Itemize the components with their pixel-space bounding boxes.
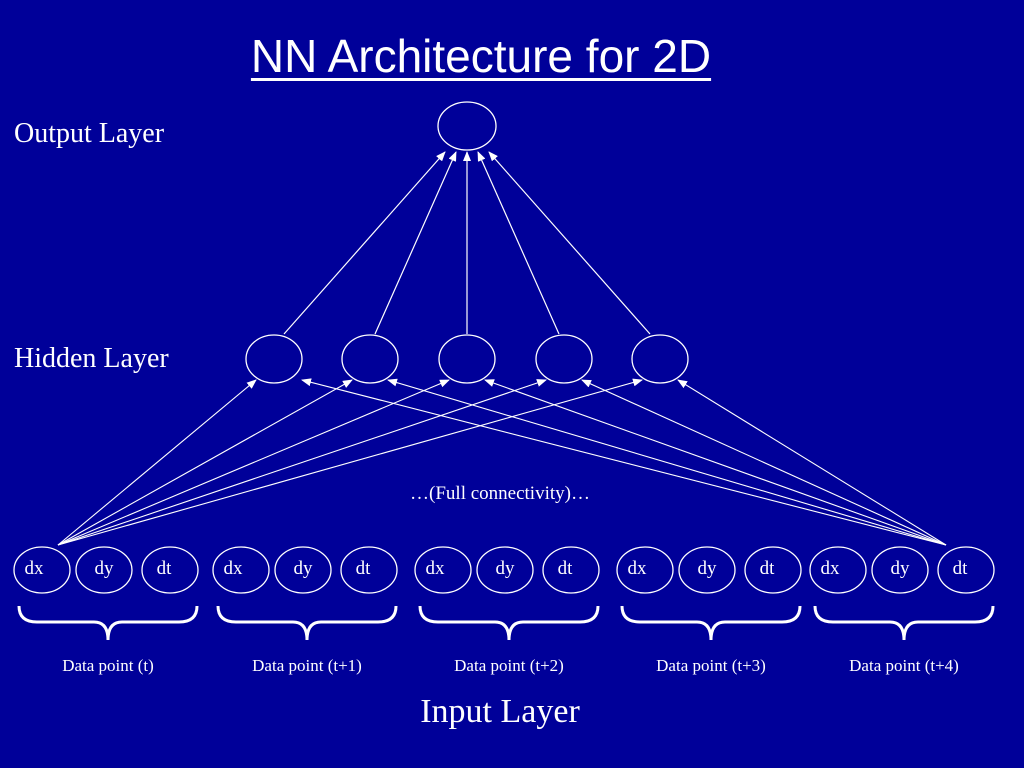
hidden-node xyxy=(341,334,399,384)
hidden-to-output-edge xyxy=(488,151,651,335)
data-point-label: Data point (t+3) xyxy=(656,656,766,675)
neuron-nodes xyxy=(245,101,689,384)
input-to-hidden-edge xyxy=(677,379,947,546)
input-node-dt xyxy=(542,546,600,594)
input-node-label: dy xyxy=(496,558,516,579)
hidden-layer-label: Hidden Layer xyxy=(14,343,169,374)
full-connectivity-note: …(Full connectivity)… xyxy=(410,483,590,504)
hidden-node xyxy=(631,334,689,384)
input-node-label: dx xyxy=(628,558,648,579)
input-node-label: dt xyxy=(356,558,372,579)
input-node-label: dt xyxy=(953,558,969,579)
connection-lines xyxy=(57,151,947,546)
input-to-hidden-edge xyxy=(57,379,547,546)
input-node-label: dx xyxy=(25,558,45,579)
input-node-label: dx xyxy=(224,558,244,579)
input-node-dx xyxy=(13,546,71,594)
input-node-dy xyxy=(678,546,736,594)
input-node-dy xyxy=(871,546,929,594)
hidden-to-output-edge xyxy=(283,151,446,335)
input-node-label: dx xyxy=(426,558,446,579)
input-node-label: dt xyxy=(157,558,173,579)
hidden-node xyxy=(438,334,496,384)
input-node-label: dy xyxy=(294,558,314,579)
output-layer-label: Output Layer xyxy=(14,118,165,149)
input-node-label: dt xyxy=(558,558,574,579)
input-node-dy xyxy=(75,546,133,594)
input-node-dt xyxy=(141,546,199,594)
data-point-label: Data point (t+2) xyxy=(454,656,564,675)
input-node-dt xyxy=(744,546,802,594)
data-point-label: Data point (t+4) xyxy=(849,656,959,675)
hidden-node xyxy=(245,334,303,384)
group-brace xyxy=(216,605,398,641)
input-node-dy xyxy=(274,546,332,594)
input-node-label: dt xyxy=(760,558,776,579)
input-to-hidden-edge xyxy=(57,378,643,546)
input-node-dx xyxy=(212,546,270,594)
data-point-label: Data point (t) xyxy=(62,656,154,675)
group-brace xyxy=(813,605,995,641)
input-node-dx xyxy=(414,546,472,594)
input-to-hidden-edge xyxy=(581,379,947,546)
hidden-to-output-edge xyxy=(374,151,457,335)
input-layer-label: Input Layer xyxy=(420,693,580,730)
input-node-dx xyxy=(809,546,867,594)
input-to-hidden-edge xyxy=(387,378,947,546)
input-node-label: dx xyxy=(821,558,841,579)
input-to-hidden-edge xyxy=(484,379,947,546)
hidden-node xyxy=(535,334,593,384)
hidden-to-output-edge xyxy=(477,151,560,335)
input-node-dt xyxy=(340,546,398,594)
data-point-label: Data point (t+1) xyxy=(252,656,362,675)
group-brace xyxy=(17,605,199,641)
input-to-hidden-edge xyxy=(301,378,947,546)
input-node-dt xyxy=(937,546,995,594)
input-to-hidden-edge xyxy=(57,379,257,546)
input-to-hidden-edge xyxy=(57,379,450,546)
input-node-dx xyxy=(616,546,674,594)
group-brace xyxy=(620,605,802,641)
output-node xyxy=(437,101,497,151)
group-brace xyxy=(418,605,600,641)
input-node-label: dy xyxy=(891,558,911,579)
input-node-dy xyxy=(476,546,534,594)
input-node-label: dy xyxy=(698,558,718,579)
input-node-label: dy xyxy=(95,558,115,579)
slide-title: NN Architecture for 2D xyxy=(250,30,712,82)
input-to-hidden-edge xyxy=(57,379,353,546)
